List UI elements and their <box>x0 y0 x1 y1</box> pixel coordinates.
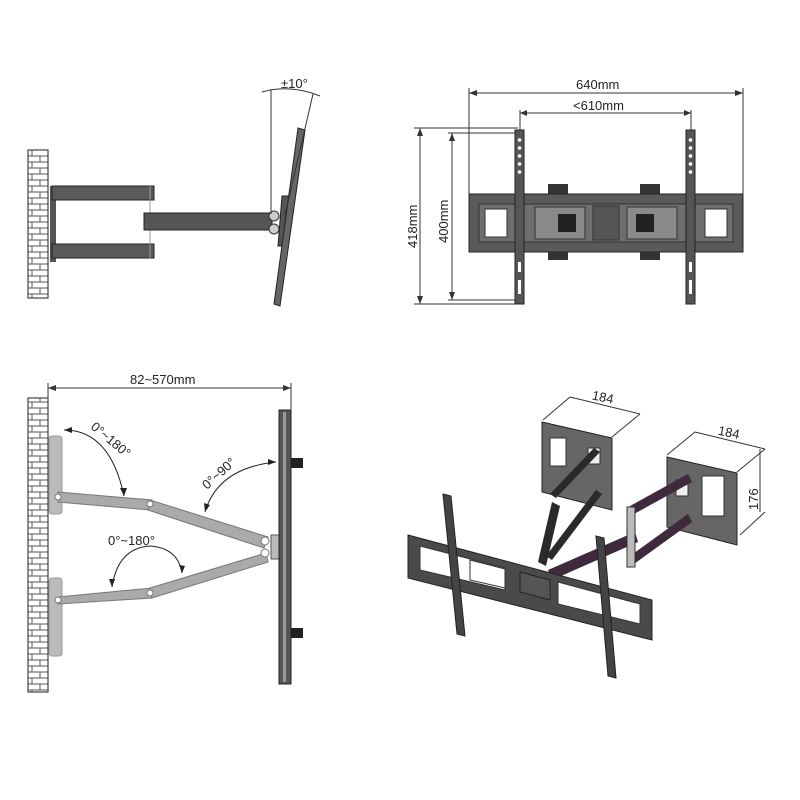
width-total-label: 640mm <box>576 77 619 92</box>
height-total-label: 418mm <box>405 205 420 248</box>
arm-purple-1 <box>630 474 692 514</box>
lower-arm-2 <box>149 552 269 599</box>
front-view: 640mm <610mm 418mm 400mm <box>405 77 744 305</box>
middle-arm <box>143 212 273 231</box>
wall-brick <box>27 149 49 299</box>
wall-brick <box>27 397 49 693</box>
plate1-width-label: 184 <box>591 388 615 407</box>
vesa-rail-left <box>514 129 525 305</box>
vesa-width-label: <610mm <box>573 98 624 113</box>
isometric-view: 184 184 176 <box>407 388 766 679</box>
vesa-rail-right <box>685 129 696 305</box>
top-swivel-view: 82~570mm 0°~180° 0°~90° 0°~180° <box>27 372 303 693</box>
upper-arm-1 <box>57 491 153 511</box>
extension-label: 82~570mm <box>130 372 195 387</box>
upper-arm <box>51 185 155 201</box>
tilt-label: ±10° <box>281 76 308 91</box>
plate-height-label: 176 <box>746 488 761 510</box>
wall-plate-lower <box>48 577 63 657</box>
vesa-rail-right <box>595 535 617 679</box>
vesa-rail-left <box>442 493 466 637</box>
arm-purple-2 <box>630 514 692 564</box>
arm-dark-1 <box>550 448 600 498</box>
wall-plate <box>50 186 56 262</box>
lower-arm <box>51 243 155 259</box>
plate2-width-label: 184 <box>717 423 741 442</box>
vesa-height-label: 400mm <box>436 200 451 243</box>
arm-dark-2 <box>546 490 602 560</box>
side-tilt-view: ±10° <box>27 76 321 307</box>
arm-dark-3 <box>538 502 560 566</box>
arm-purple-3 <box>548 532 638 580</box>
lower-arm-1 <box>57 587 153 605</box>
lower-arm-rotation-label: 0°~180° <box>108 533 155 548</box>
tv-panel <box>273 127 306 307</box>
